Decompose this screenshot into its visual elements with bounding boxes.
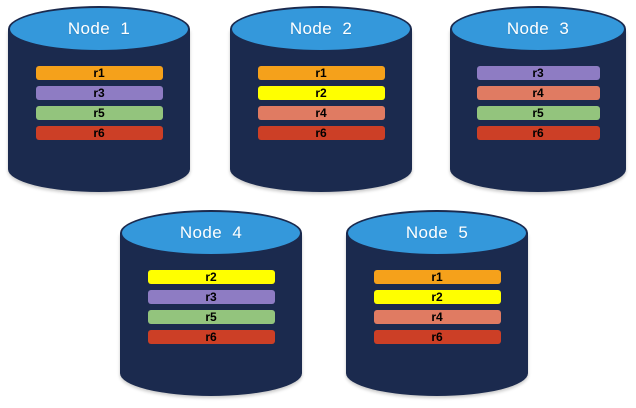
- node-label: Node 4: [179, 223, 243, 242]
- replica-label: r6: [93, 126, 105, 140]
- replica-label: r1: [315, 66, 327, 80]
- replica-label: r2: [431, 290, 443, 304]
- replica-bar-r2[interactable]: r2: [373, 290, 501, 304]
- replica-bar-r1[interactable]: r1: [373, 270, 501, 284]
- replica-bar-r3[interactable]: r3: [147, 290, 275, 304]
- cylinder-top-face: [230, 6, 412, 52]
- replica-bar-r1[interactable]: r1: [35, 66, 163, 80]
- node-label: Node 5: [405, 223, 469, 242]
- replica-label: r6: [532, 126, 544, 140]
- replica-label: r3: [205, 290, 217, 304]
- replica-label: r2: [205, 270, 217, 284]
- replica-stack: r1 r3 r5 r6: [8, 66, 190, 140]
- replica-bar-r3[interactable]: r3: [35, 86, 163, 100]
- replica-label: r6: [205, 330, 217, 344]
- node-label: Node 3: [506, 19, 570, 38]
- replica-label: r5: [93, 106, 105, 120]
- node-label: Node 1: [67, 19, 131, 38]
- replica-bar-r4[interactable]: r4: [373, 310, 501, 324]
- cylinder-top-face: [8, 6, 190, 52]
- replica-stack: r1 r2 r4 r6: [230, 66, 412, 140]
- replica-bar-r5[interactable]: r5: [35, 106, 163, 120]
- replica-bar-r5[interactable]: r5: [147, 310, 275, 324]
- replica-stack: r3 r4 r5 r6: [450, 66, 626, 140]
- replica-label: r3: [532, 66, 544, 80]
- replica-bar-r6[interactable]: r6: [257, 126, 385, 140]
- database-node-1[interactable]: Node 1 r1 r3 r5 r6: [8, 6, 190, 192]
- cylinder-top-face: [120, 210, 302, 256]
- replica-label: r4: [431, 310, 443, 324]
- replica-label: r6: [315, 126, 327, 140]
- replica-bar-r6[interactable]: r6: [476, 126, 600, 140]
- replica-bar-r2[interactable]: r2: [257, 86, 385, 100]
- database-node-3[interactable]: Node 3 r3 r4 r5 r6: [450, 6, 626, 192]
- replica-bar-r6[interactable]: r6: [373, 330, 501, 344]
- replica-stack: r2 r3 r5 r6: [120, 270, 302, 344]
- database-node-5[interactable]: Node 5 r1 r2 r4 r6: [346, 210, 528, 396]
- replica-label: r4: [532, 86, 544, 100]
- replica-label: r6: [431, 330, 443, 344]
- replica-bar-r6[interactable]: r6: [147, 330, 275, 344]
- replica-bar-r4[interactable]: r4: [257, 106, 385, 120]
- cylinder-top-face: [450, 6, 626, 52]
- replica-bar-r3[interactable]: r3: [476, 66, 600, 80]
- replica-stack: r1 r2 r4 r6: [346, 270, 528, 344]
- node-label: Node 2: [289, 19, 353, 38]
- replica-label: r5: [532, 106, 544, 120]
- replica-label: r1: [431, 270, 443, 284]
- replica-bar-r5[interactable]: r5: [476, 106, 600, 120]
- replica-bar-r6[interactable]: r6: [35, 126, 163, 140]
- replica-label: r4: [315, 106, 327, 120]
- replica-bar-r1[interactable]: r1: [257, 66, 385, 80]
- replica-label: r5: [205, 310, 217, 324]
- replica-label: r3: [93, 86, 105, 100]
- replica-label: r1: [93, 66, 105, 80]
- replica-label: r2: [315, 86, 327, 100]
- replica-bar-r2[interactable]: r2: [147, 270, 275, 284]
- database-node-2[interactable]: Node 2 r1 r2 r4 r6: [230, 6, 412, 192]
- database-node-4[interactable]: Node 4 r2 r3 r5 r6: [120, 210, 302, 396]
- replica-bar-r4[interactable]: r4: [476, 86, 600, 100]
- cylinder-top-face: [346, 210, 528, 256]
